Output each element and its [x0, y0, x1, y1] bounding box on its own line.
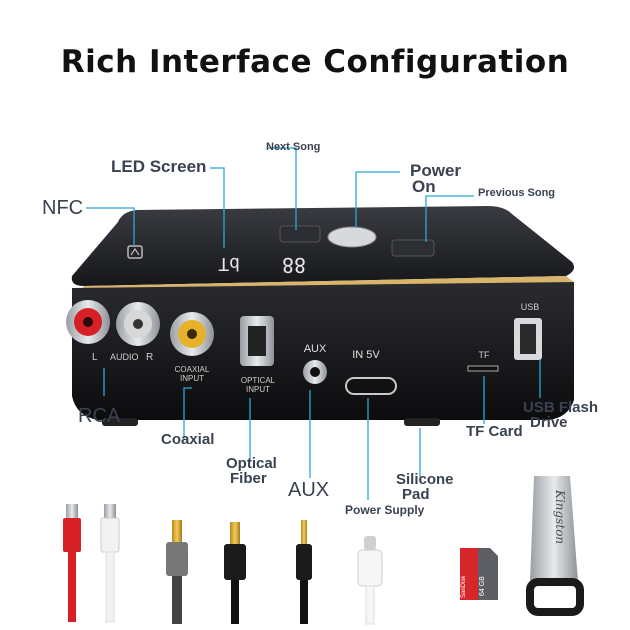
tf-slot — [467, 365, 499, 372]
power-button — [327, 226, 377, 248]
pointer-coaxial — [183, 387, 192, 440]
label-power-supply: Power Supply — [345, 503, 425, 517]
audio-l-print: L — [92, 352, 98, 363]
silicone-pad-right — [404, 418, 440, 426]
audio-print: AUDIO — [110, 352, 139, 362]
label-rca: RCA — [78, 405, 121, 427]
coaxial-input-print-2: INPUT — [180, 374, 204, 383]
rca-cable — [63, 504, 120, 623]
pointer-lines — [86, 147, 541, 500]
led-text-bt: bT — [218, 253, 240, 274]
label-silicone-pad-2: Pad — [402, 486, 430, 503]
page-title: Rich Interface Configuration — [60, 44, 570, 80]
label-optical-fiber-2: Fiber — [230, 470, 267, 487]
label-silicone-pad-1: Silicone — [396, 471, 454, 488]
pointer-power-on — [355, 171, 400, 228]
usb-stick — [526, 476, 584, 616]
microsd-card — [460, 548, 498, 600]
usb-port — [514, 318, 542, 360]
usb-c-port — [345, 377, 397, 395]
optical-cable — [224, 522, 246, 624]
label-coaxial: Coaxial — [161, 431, 215, 448]
coaxial-cable — [166, 520, 188, 624]
label-led-screen: LED Screen — [111, 157, 207, 176]
label-power-on-1: Power — [410, 161, 462, 180]
tf-slot-print: TF — [479, 350, 490, 360]
aux-port — [303, 360, 327, 384]
optical-input-print-2: INPUT — [246, 385, 270, 394]
microsd-capacity: 64 GB — [479, 576, 486, 596]
next-song-button — [279, 225, 321, 243]
optical-input-print-1: OPTICAL — [241, 376, 276, 385]
optical-port — [240, 316, 274, 366]
nfc-icon — [127, 245, 143, 259]
coaxial-input-print-1: COAXIAL — [175, 365, 210, 374]
label-usb-flash-drive-2: Drive — [530, 414, 568, 431]
aux-port-print: AUX — [304, 343, 327, 355]
led-digits: 88 — [282, 253, 306, 277]
usb-port-print: USB — [521, 302, 540, 312]
label-power-on-2: On — [412, 177, 436, 196]
audio-r-print: R — [146, 352, 153, 363]
label-tf-card: TF Card — [466, 423, 523, 440]
label-optical-fiber-1: Optical — [226, 455, 277, 472]
label-next-song: Next Song — [266, 141, 321, 153]
previous-song-button — [391, 239, 435, 257]
label-nfc: NFC — [42, 197, 84, 219]
in-5v-print: IN 5V — [352, 349, 380, 361]
pointer-next-song — [268, 147, 297, 230]
device-top — [71, 206, 574, 292]
label-usb-flash-drive-1: USB Flash — [523, 399, 599, 416]
led-screen: bT 88 — [218, 253, 306, 277]
label-aux: AUX — [288, 479, 330, 501]
pointer-previous-song — [425, 195, 474, 242]
aux-cable — [296, 520, 312, 624]
microsd-brand: SanDisk — [461, 575, 467, 598]
label-previous-song: Previous Song — [478, 187, 556, 199]
usb-c-cable — [357, 536, 383, 625]
pointer-led-screen — [210, 167, 225, 248]
usb-stick-brand: Kingston — [553, 489, 567, 544]
silicone-pad-left — [102, 418, 138, 426]
pointer-nfc — [86, 207, 135, 246]
coaxial-jack — [170, 312, 214, 356]
top-buttons — [279, 225, 435, 257]
rca-jacks — [66, 300, 160, 346]
